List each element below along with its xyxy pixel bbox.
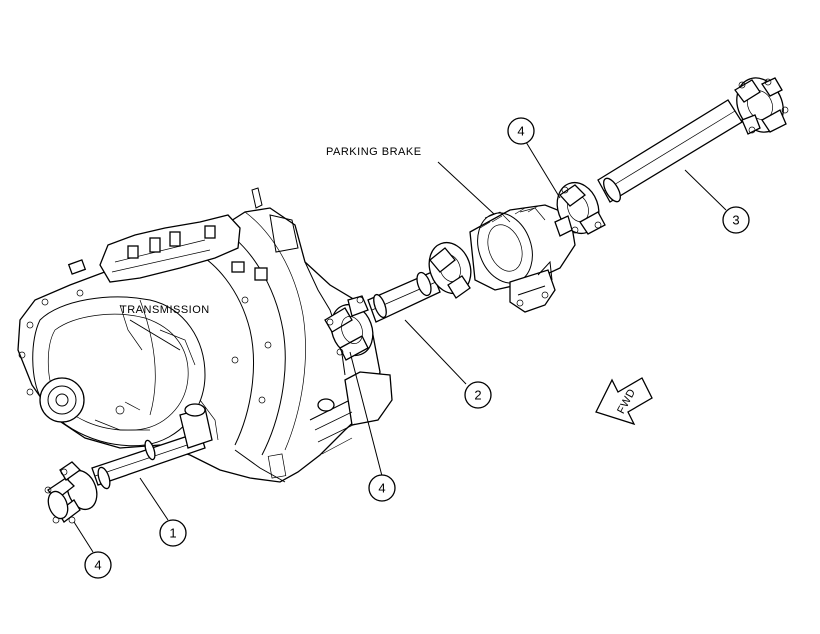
- u-joint-middle: [324, 295, 374, 361]
- callout-4-bottom: 4: [84, 551, 112, 579]
- callout-4-top: 4: [507, 117, 535, 145]
- parking-brake-assembly: [428, 204, 576, 313]
- u-joint-front: [44, 461, 98, 524]
- callout-4-top-text: 4: [517, 124, 524, 139]
- callout-4-bottom-text: 4: [94, 558, 101, 573]
- callout-3: 3: [722, 206, 750, 234]
- driveshaft-1: [91, 403, 213, 490]
- transmission-housing: [17, 187, 393, 483]
- transmission-label: TRANSMISSION: [120, 304, 210, 316]
- driveshaft-2: [367, 271, 441, 323]
- callout-3-text: 3: [732, 213, 739, 228]
- callout-4-middle: 4: [368, 474, 396, 502]
- callout-2-text: 2: [474, 388, 481, 403]
- callout-1-text: 1: [169, 526, 176, 541]
- callout-1: 1: [159, 519, 187, 547]
- leader-lines: [73, 141, 727, 553]
- parking-brake-label: PARKING BRAKE: [326, 146, 422, 158]
- driveshaft-3: [597, 99, 743, 203]
- callout-4-middle-text: 4: [378, 481, 385, 496]
- u-joint-end: [734, 77, 789, 135]
- fwd-arrow-icon: FWD: [595, 377, 653, 426]
- u-joint-rear: [554, 181, 606, 237]
- callout-2: 2: [464, 381, 492, 409]
